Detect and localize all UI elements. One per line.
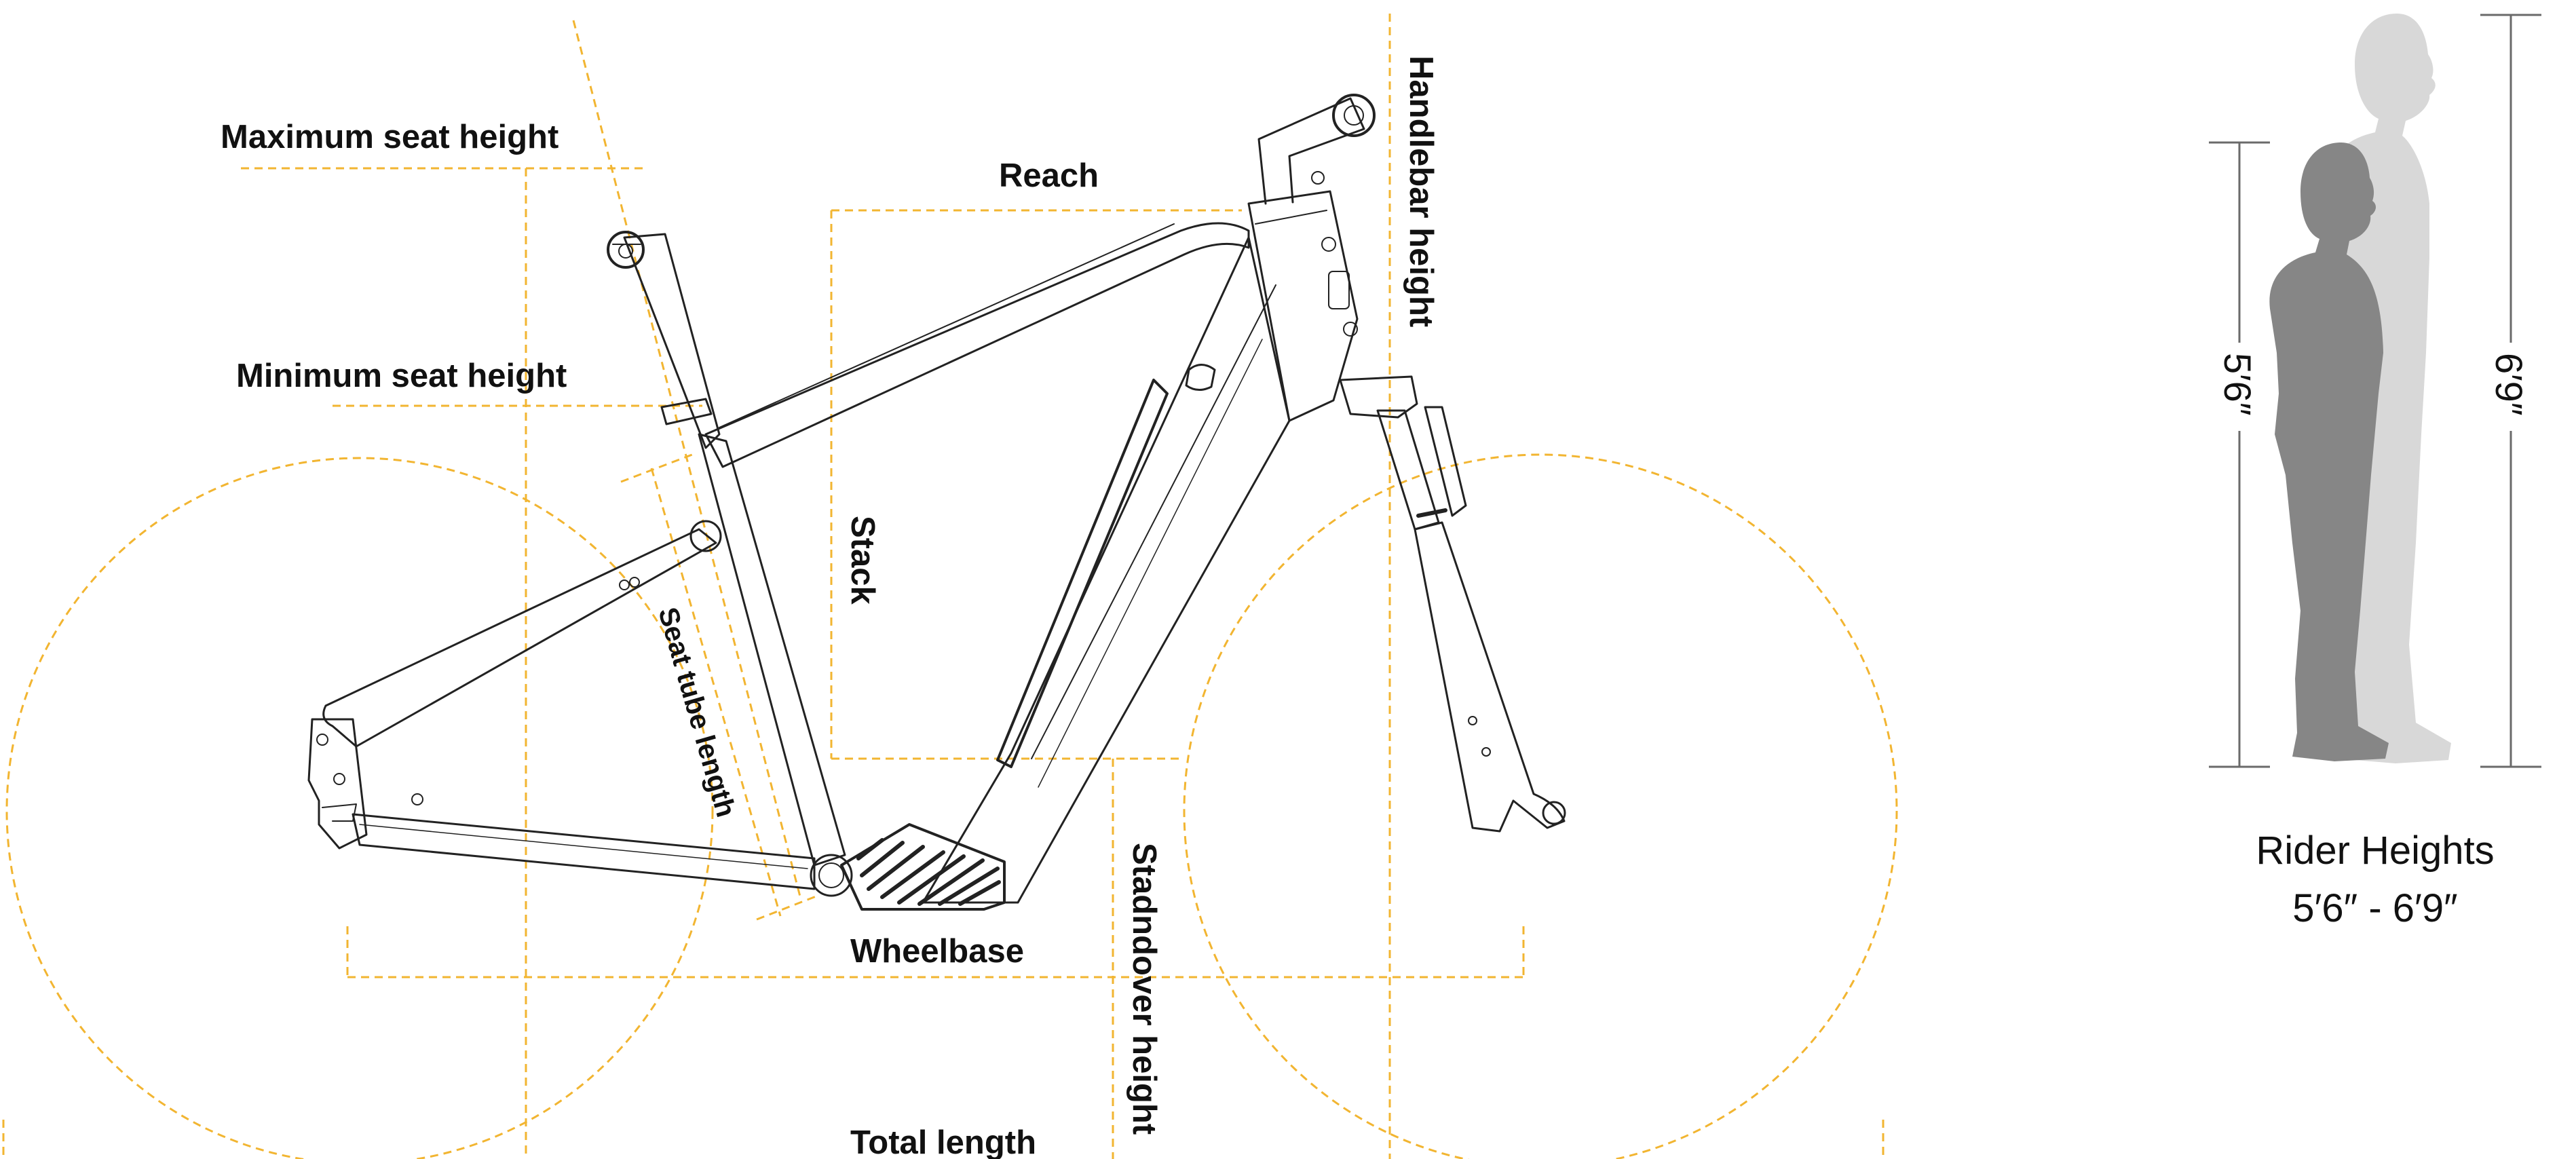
label-stack: Stack xyxy=(844,516,881,605)
label-reach: Reach xyxy=(999,157,1099,194)
seat-post xyxy=(623,233,721,449)
seat-tube xyxy=(698,433,846,867)
bike-frame xyxy=(307,94,1566,911)
seat-tube-length-line xyxy=(650,468,782,917)
geometry-labels: Maximum seat height Minimum seat height … xyxy=(221,56,1439,1159)
charge-port xyxy=(1185,364,1216,391)
short-rider-height-label: 5′6″ xyxy=(2216,353,2259,416)
stem xyxy=(1257,97,1365,205)
bottom-bracket xyxy=(810,854,853,897)
rear-wheel-circle xyxy=(5,457,714,1159)
rider-heights-title: Rider Heights xyxy=(2256,829,2494,873)
seat-clamp xyxy=(660,398,713,425)
front-axle xyxy=(1542,801,1566,825)
fork-crown xyxy=(1339,375,1418,419)
fork-lower xyxy=(1414,521,1566,833)
tall-rider-height-label: 6′9″ xyxy=(2488,353,2531,416)
label-total-length: Total length xyxy=(850,1124,1036,1159)
tall-rider-scale xyxy=(2480,14,2541,768)
rider-heights-range: 5′6″ - 6′9″ xyxy=(2292,886,2457,930)
label-standover-height: Stadndover height xyxy=(1126,843,1162,1135)
label-seat-tube-length: Seat tube length xyxy=(652,604,742,820)
short-rider-scale xyxy=(2209,141,2270,768)
guide-lines xyxy=(2,14,1898,1159)
seat-stay xyxy=(322,528,717,748)
head-tube xyxy=(1247,190,1359,422)
chain-stay xyxy=(352,813,816,890)
short-rider-silhouette xyxy=(2269,142,2389,761)
label-handlebar-height: Handlebar height xyxy=(1403,56,1439,327)
down-tube xyxy=(922,236,1291,904)
rider-height-panel: 5′6″ 6′9″ Rider Heights 5′6″ - 6′9″ xyxy=(2209,14,2541,930)
label-max-seat-height: Maximum seat height xyxy=(221,119,558,155)
motor-housing xyxy=(840,823,1006,911)
seat-stay-bolt xyxy=(689,520,722,552)
label-min-seat-height: Minimum seat height xyxy=(236,358,567,394)
handlebar-clamp-icon xyxy=(1332,94,1376,137)
battery-latch xyxy=(996,379,1169,768)
front-wheel-circle xyxy=(1183,453,1898,1159)
top-tube xyxy=(704,222,1250,468)
fork-stanchion xyxy=(1424,406,1467,517)
label-wheelbase: Wheelbase xyxy=(850,933,1024,970)
motor-fins xyxy=(856,838,1001,906)
saddle-rail-clamp-icon xyxy=(607,231,645,269)
rear-dropout xyxy=(307,718,368,850)
